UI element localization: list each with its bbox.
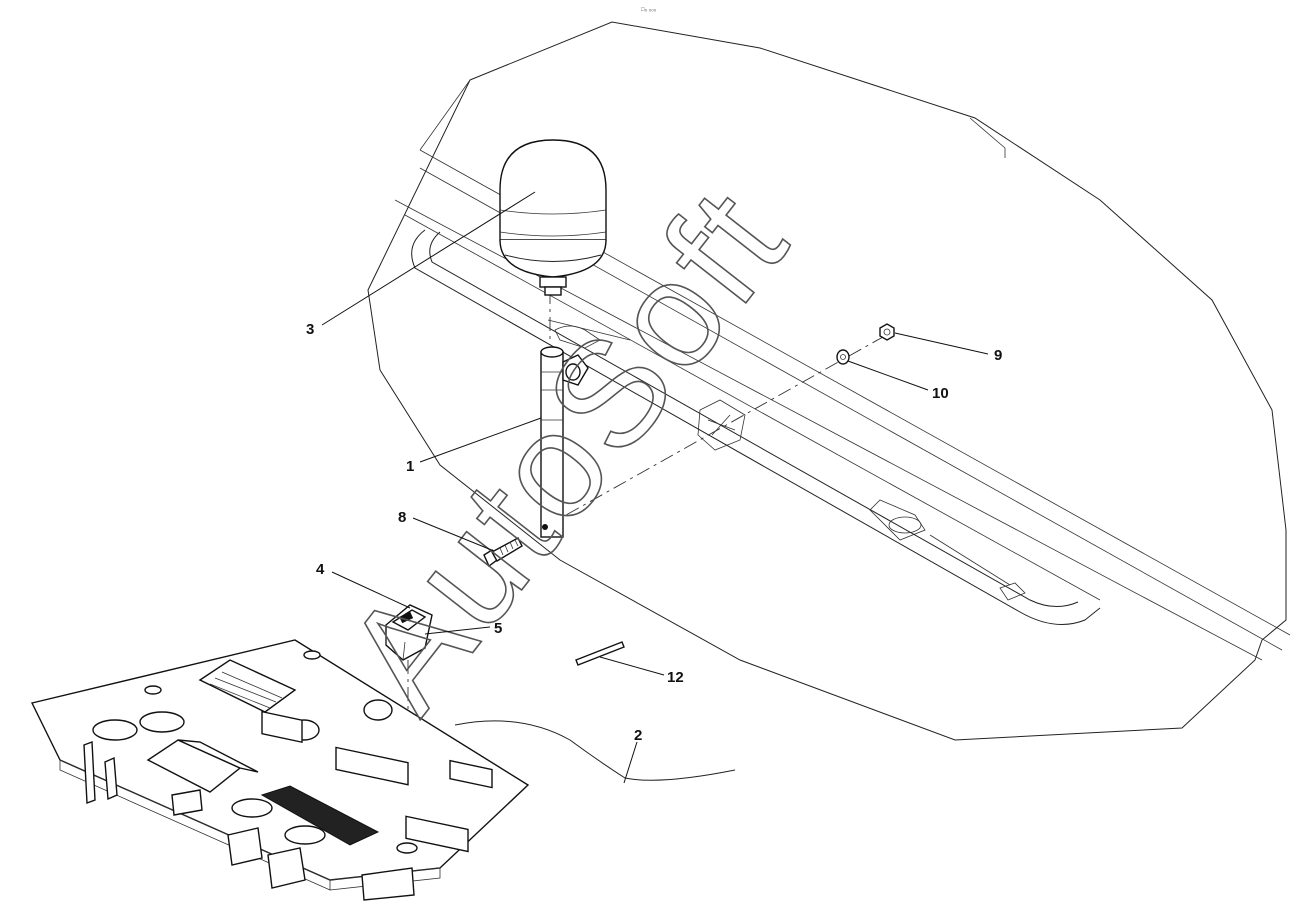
control-panel [30, 639, 530, 901]
cable [454, 720, 736, 781]
callout-1: 1 [406, 458, 414, 475]
callout-4: 4 [316, 561, 325, 578]
mounting-pole [540, 346, 589, 538]
nut-and-washer [836, 323, 895, 365]
callout-9: 9 [994, 347, 1002, 364]
callout-10: 10 [932, 385, 949, 402]
callout-2: 2 [634, 727, 642, 744]
leader-lines [321, 191, 989, 784]
callout-8: 8 [398, 509, 406, 526]
callout-5: 5 [494, 620, 502, 637]
pin [575, 641, 625, 666]
callout-labels: 1 2 3 4 5 8 9 10 12 [306, 321, 1002, 744]
bolt [483, 537, 523, 568]
callout-12: 12 [667, 669, 684, 686]
callout-3: 3 [306, 321, 314, 338]
rocker-switch [385, 604, 433, 661]
beacon-lamp [499, 139, 607, 296]
reference-code: □₀ ₀₀₀ [641, 7, 657, 13]
